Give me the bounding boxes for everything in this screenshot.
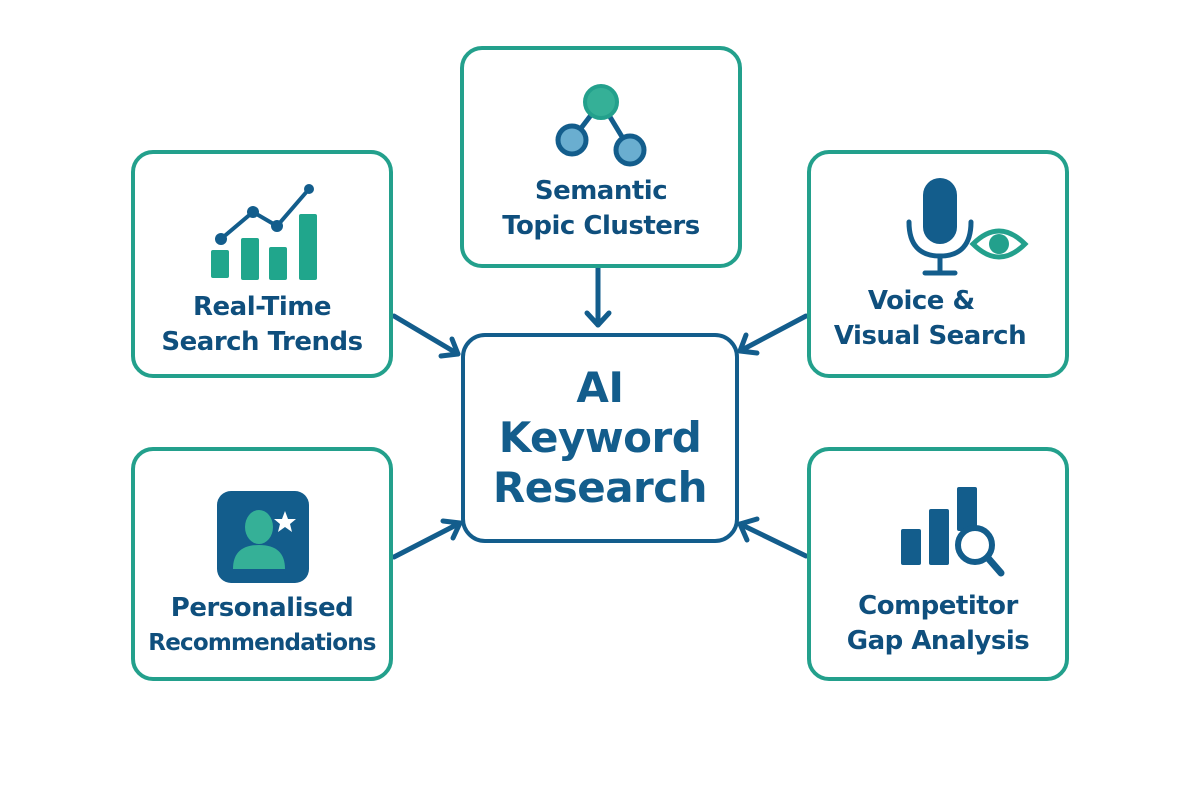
center-label-line-1: AI (576, 363, 624, 412)
node-competitor-gap-analysis: Competitor Gap Analysis (807, 447, 1069, 681)
trend-chart-icon (211, 184, 317, 280)
node-real-time-search-trends: Real-Time Search Trends (131, 150, 393, 378)
node-personalised-recommendations: Personalised Recommendations (131, 447, 393, 681)
center-label-line-2: Keyword (498, 413, 702, 462)
user-star-icon (217, 491, 309, 583)
network-nodes-icon (555, 84, 647, 167)
node-label-line-1: Voice & (867, 286, 975, 316)
arrow-bottom-right (737, 521, 809, 559)
node-label-line-1: Personalised (170, 593, 354, 623)
node-label-line-2: Visual Search (833, 321, 1027, 351)
node-semantic-topic-clusters: Semantic Topic Clusters (460, 46, 742, 268)
arrow-bottom-left (391, 520, 463, 560)
node-label-line-2: Topic Clusters (502, 211, 700, 241)
node-label-line-1: Real-Time (193, 292, 331, 322)
node-label-line-1: Competitor (858, 591, 1018, 621)
node-label-line-2: Search Trends (161, 327, 363, 357)
node-label-line-2: Gap Analysis (846, 626, 1030, 656)
node-label-line-1: Semantic (534, 176, 668, 206)
microphone-eye-icon (906, 178, 1029, 276)
node-voice-visual-search: Voice & Visual Search (807, 150, 1069, 378)
center-node-ai-keyword-research: AI Keyword Research (461, 333, 739, 543)
bar-chart-magnifier-icon (901, 487, 1005, 577)
center-label-line-3: Research (492, 463, 708, 512)
arrow-top-right (737, 313, 809, 354)
node-label-line-2: Recommendations (148, 630, 376, 656)
arrow-top-left (391, 313, 461, 357)
